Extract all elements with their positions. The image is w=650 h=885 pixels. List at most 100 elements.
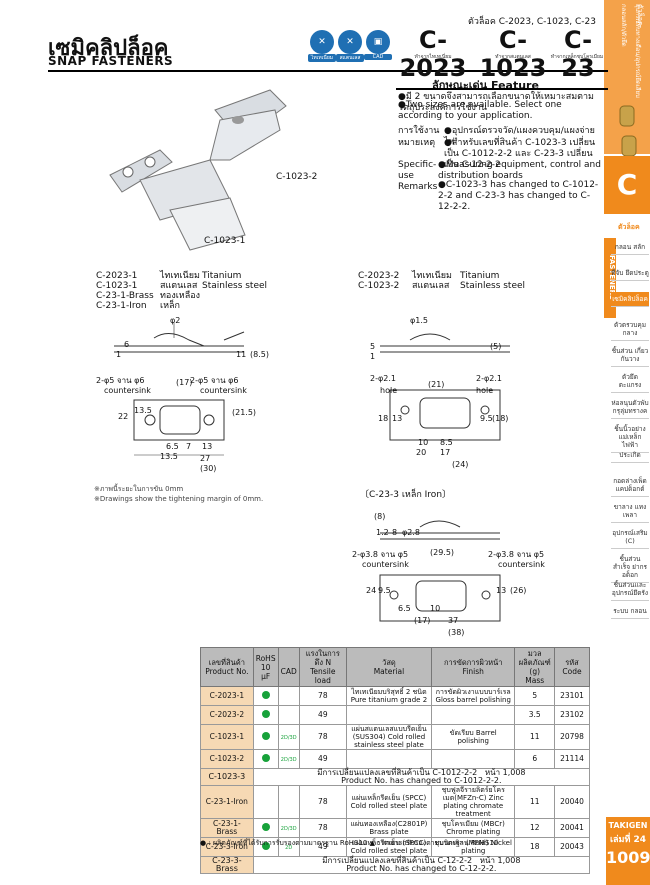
drawing2-mat-en: Titanium Stainless steel xyxy=(460,271,526,291)
sidebar-item[interactable]: ชิ้นนิ้วอย่าง แม่เหล็กไฟฟ้า xyxy=(611,422,649,453)
sidebar-item[interactable]: กอดล่างเพ็ด แคปด็อกต์ xyxy=(611,474,649,497)
sidebar-item[interactable]: ที่จับ ยึดประตู xyxy=(611,266,649,281)
model-sub: ทำจากเหล็กชุบโครเมียม xyxy=(550,54,604,60)
dim-label: 1.2 xyxy=(376,528,389,537)
page-title-th: เซมิคลิปล็อค xyxy=(48,36,169,61)
code-cell: 23101 xyxy=(553,686,591,706)
dim-label: 8.5 xyxy=(440,438,453,447)
dim-label: 9.5 xyxy=(378,586,391,595)
product-photo xyxy=(109,89,287,251)
top-codes: ตัวล็อค C-2023, C-1023, C-23 xyxy=(468,17,596,27)
dim-label: 13 xyxy=(202,442,213,451)
material-cell xyxy=(345,749,433,769)
tensile-load-cell: 49 xyxy=(298,749,347,769)
badge-label: สแตนเลส xyxy=(336,54,364,62)
drawing1-mat-th: ไทเทเนียม สแตนเลส ทองเหลือง เหล็ก xyxy=(160,271,201,311)
dim-label: 11 xyxy=(236,350,247,359)
hole-label: hole xyxy=(476,386,494,395)
dim-label: 1 xyxy=(370,352,376,361)
rohs-icon xyxy=(261,823,270,831)
mass-cell: 11 xyxy=(514,785,555,819)
hole-note: 2-φ2.1 xyxy=(476,374,502,383)
countersink-note: countersink xyxy=(104,386,151,395)
dim-label: 20 xyxy=(416,448,427,457)
page-title-en: SNAP FASTENERS xyxy=(48,54,174,68)
sidebar-item[interactable]: ชิ้นส่วนสำเร็จ ย่ากรอด็อก xyxy=(611,552,649,583)
drawing2-diagram xyxy=(380,333,510,441)
sidebar-item[interactable]: ตัวตรวบคุม กลาง xyxy=(611,318,649,341)
code-cell: 20040 xyxy=(553,785,591,819)
dim-label: 13.5 xyxy=(160,452,178,461)
code-cell: 23102 xyxy=(553,705,591,725)
dim-label: (17) xyxy=(176,378,193,387)
cad-cell xyxy=(277,785,300,819)
sidebar-item[interactable]: ขาลาง แทงเพลา xyxy=(611,500,649,523)
model-sub: ทำจากสแตนเลส xyxy=(495,54,531,60)
sidebar-item[interactable]: ระบบ กลอน xyxy=(611,604,649,619)
photo-label: C-1023-1 xyxy=(204,236,246,246)
finish-cell: ชุบฟูลจีรายลิตร์ยโครเมต(MFZn-C) Zinc pla… xyxy=(430,785,516,819)
dim-label: 7 xyxy=(186,442,192,451)
product-no-cell: C-23-1-Brass xyxy=(200,818,254,838)
thai-text-icon: ✕ xyxy=(310,30,334,54)
mass-cell: 18 xyxy=(514,837,555,857)
use-en: ●Measuring equipment, control and distri… xyxy=(438,160,601,181)
cad-cell: 2D/3D xyxy=(277,749,300,769)
change-note-cell: มีการเปลี่ยนแปลงเลขที่สินค้าเป็น C-12-2-… xyxy=(252,856,591,874)
page-number: 1009 xyxy=(606,848,650,867)
cad-label: 2D/3D xyxy=(280,756,297,763)
rohs-cell xyxy=(252,686,279,706)
hole-note: 2-φ2.1 xyxy=(370,374,396,383)
hole-note: 2-φ3.8 จาน φ5 xyxy=(352,550,409,559)
finish-cell xyxy=(430,749,516,769)
sidebar-item[interactable]: กลอน สลัก xyxy=(611,240,649,255)
mass-cell: 3.5 xyxy=(514,705,555,725)
drawing2-models: C-2023-2 C-1023-2 xyxy=(358,271,400,291)
change-note-cell: มีการเปลี่ยนแปลงเลขที่สินค้าเป็น C-1012-… xyxy=(252,768,591,786)
header-rule xyxy=(48,70,608,72)
sidebar-item[interactable]: อุปกรณ์เสริม (C) xyxy=(611,526,649,549)
dim-label: 24 xyxy=(366,586,377,595)
cad-label: 2D xyxy=(285,844,293,851)
header-cell: CAD xyxy=(277,647,300,687)
brand-footer: TAKIGEN เล่มที่ 24 1009 xyxy=(606,817,650,885)
tensile-load-cell: 78 xyxy=(298,818,347,838)
finish-cell: การขัดผิวเงาแบบบาร์เรล Gloss barrel poli… xyxy=(430,686,516,706)
drawing3-diagram xyxy=(379,520,501,622)
tensile-load-cell: 78 xyxy=(298,686,347,706)
hole-note: 2-φ5 จาน φ6 xyxy=(96,376,145,385)
header-cell: วัสดุMaterial xyxy=(345,647,433,687)
dim-label: (29.5) xyxy=(430,548,455,557)
sidebar-item[interactable]: ตัวยึด ตะแกรง xyxy=(611,370,649,393)
drawing2-mat-th: ไทเทเนียม สแตนเลส xyxy=(412,271,452,291)
drawing1-diagram xyxy=(114,322,245,456)
dim-label: 6 xyxy=(124,340,130,349)
sidebar-item[interactable]: ชิ้นส่วน เกี่ยวกันวาง xyxy=(611,344,649,367)
sidebar-item[interactable]: ประเกิด xyxy=(611,448,649,463)
rohs-icon xyxy=(261,842,270,850)
dim-label: (38) xyxy=(448,628,465,637)
rohs-cell xyxy=(252,724,279,750)
dim-label: (24) xyxy=(452,460,469,469)
brand-name: TAKIGEN xyxy=(608,821,648,830)
sidebar-item-active[interactable]: เซมิคลิปล็อค xyxy=(611,292,649,307)
rohs-cell xyxy=(252,705,279,725)
material-cell: ไทเทเนียมบริสุทธิ์ 2 ชนิด Pure titanium … xyxy=(345,686,433,706)
dim-label: (8) xyxy=(374,512,386,521)
sidebar-item[interactable]: ห่อลนุนตัวพับ กรุลุ่มทรางค xyxy=(611,396,649,419)
mass-cell: 11 xyxy=(514,724,555,750)
product-no-cell: C-1023-3 xyxy=(200,768,254,786)
rohs-cell xyxy=(252,818,279,838)
sidebar-item[interactable]: ชิ้นส่วนเเละ อุปกรณ์ยึดรัง xyxy=(611,578,649,601)
use-th: ●อุปกรณ์ตรวจวัด/แผงควบคุม/แผงจ่ายไฟ xyxy=(444,126,595,147)
sidebar-top-label: ตัวล็อค xyxy=(636,4,644,26)
product-no-cell: C-23-3-Brass xyxy=(200,856,254,874)
cad-cell: 2D/3D xyxy=(277,724,300,750)
dim-label: 13 xyxy=(496,586,507,595)
dim-label: (21) xyxy=(428,380,445,389)
